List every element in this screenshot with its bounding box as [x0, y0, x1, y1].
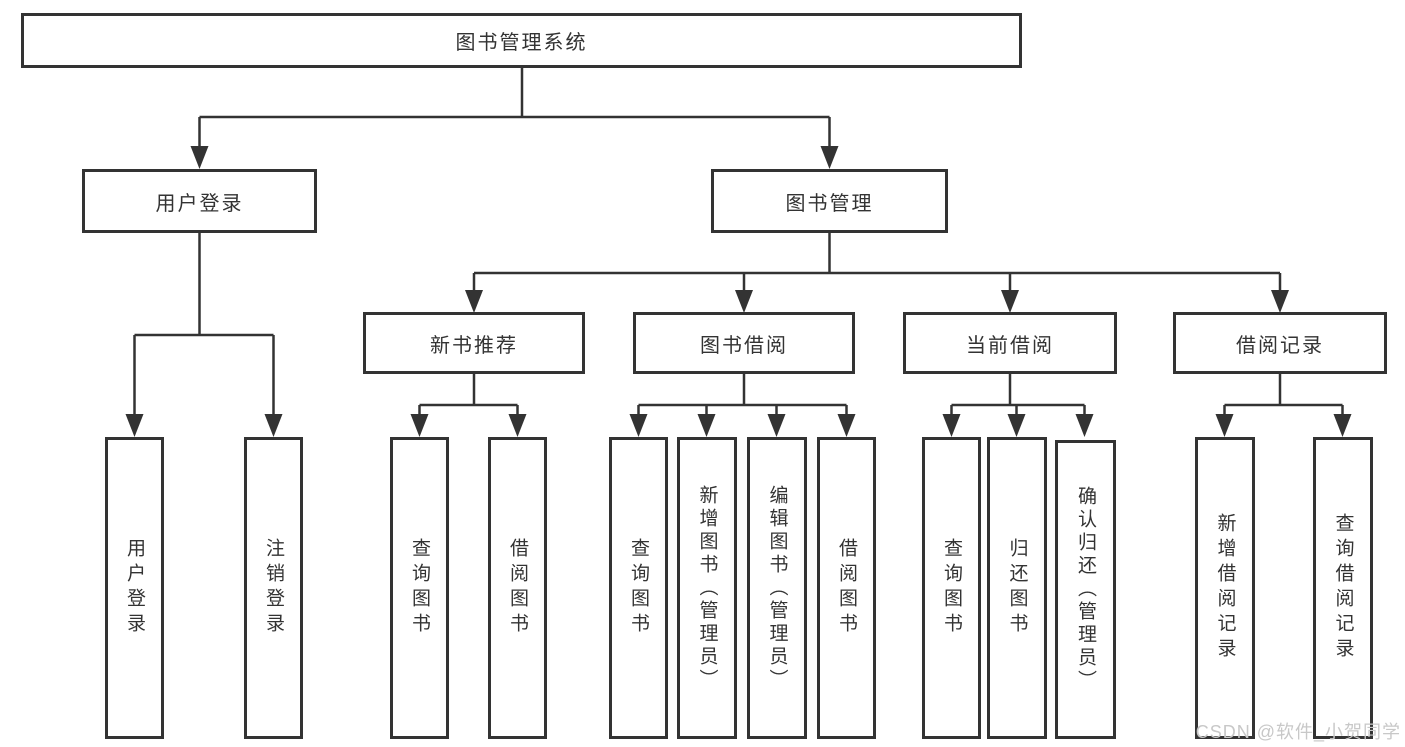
node-label: 新书推荐 — [430, 334, 518, 357]
node-label: 新增借阅记录 — [1214, 513, 1236, 663]
node-label: 编辑图书（管理员） — [766, 484, 788, 692]
node-borrowing-records: 借阅记录 — [1173, 312, 1387, 374]
arrowheads — [125, 146, 1352, 437]
node-library-system: 图书管理系统 — [21, 13, 1022, 68]
node-leaf-borrow-books: 借阅图书 — [817, 437, 876, 739]
node-label: 查询借阅记录 — [1332, 513, 1354, 663]
node-book-management: 图书管理 — [711, 169, 948, 233]
node-leaf-confirm-return-admin: 确认归还（管理员） — [1055, 440, 1116, 739]
node-leaf-user-login: 用户登录 — [105, 437, 164, 739]
node-label: 确认归还（管理员） — [1075, 486, 1096, 693]
node-new-book-recommend: 新书推荐 — [363, 312, 585, 374]
node-leaf-query-books: 查询图书 — [922, 437, 981, 739]
node-book-borrowing: 图书借阅 — [633, 312, 855, 374]
node-label: 用户登录 — [124, 538, 145, 638]
node-label: 归还图书 — [1006, 538, 1028, 638]
node-current-borrowing: 当前借阅 — [903, 312, 1117, 374]
node-label: 图书管理系统 — [455, 32, 588, 54]
node-leaf-logout: 注销登录 — [244, 437, 303, 739]
node-label: 查询图书 — [409, 538, 430, 638]
node-leaf-edit-books-admin: 编辑图书（管理员） — [747, 437, 807, 739]
node-leaf-add-borrow-record: 新增借阅记录 — [1195, 437, 1255, 739]
node-label: 借阅图书 — [507, 538, 528, 638]
node-label: 借阅记录 — [1236, 334, 1324, 357]
node-label: 新增图书（管理员） — [696, 484, 718, 692]
csdn-watermark: CSDN @软件_小贺同学 — [1195, 722, 1401, 742]
node-label: 查询图书 — [628, 538, 649, 638]
node-leaf-add-books-admin: 新增图书（管理员） — [677, 437, 737, 739]
node-leaf-query-borrow-record: 查询借阅记录 — [1313, 437, 1373, 739]
node-label: 图书管理 — [785, 192, 874, 215]
node-label: 注销登录 — [263, 538, 284, 638]
node-label: 借阅图书 — [836, 538, 857, 638]
node-label: 查询图书 — [941, 538, 962, 638]
node-label: 用户登录 — [155, 192, 244, 215]
node-leaf-borrow-books: 借阅图书 — [488, 437, 547, 739]
node-label: 图书借阅 — [700, 334, 788, 357]
node-leaf-return-books: 归还图书 — [987, 437, 1047, 739]
node-leaf-query-books: 查询图书 — [390, 437, 449, 739]
node-leaf-query-books: 查询图书 — [609, 437, 668, 739]
node-user-login: 用户登录 — [82, 169, 317, 233]
node-label: 当前借阅 — [966, 334, 1054, 357]
